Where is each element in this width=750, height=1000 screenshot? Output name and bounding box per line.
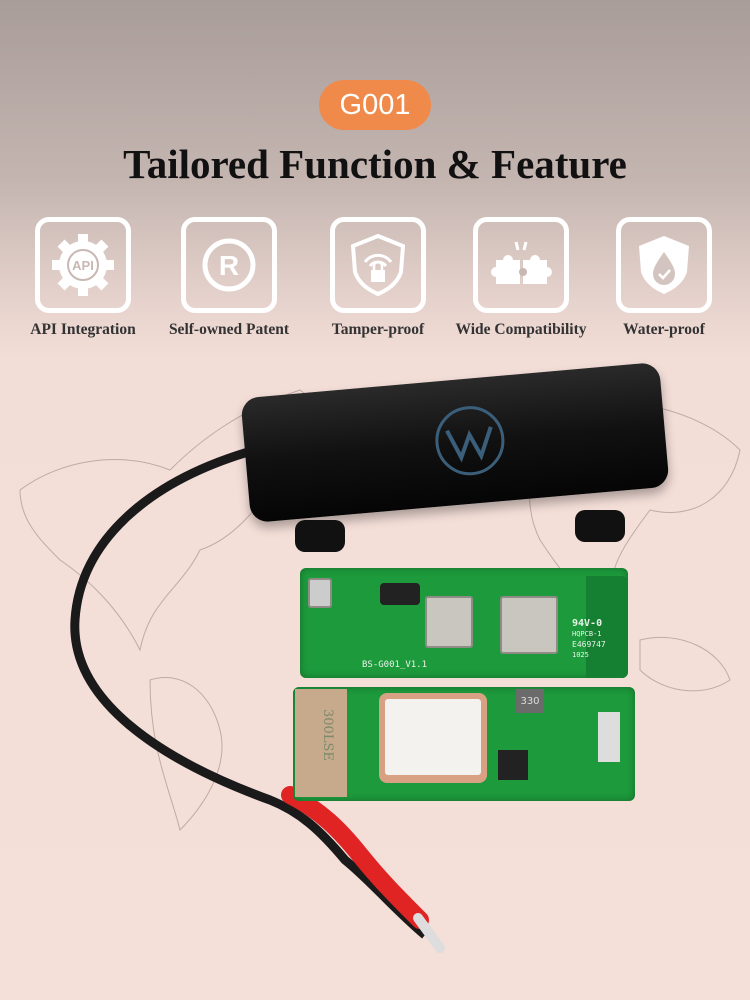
module-chip: [500, 596, 558, 654]
brand-logo: [435, 406, 505, 476]
mcu-chip: [498, 750, 528, 780]
feature-label: Wide Compatibility: [455, 321, 587, 338]
module-chip: [425, 596, 473, 648]
feature-water-proof: Water-proof: [594, 217, 734, 339]
feature-label: API Integration: [30, 321, 136, 338]
adhesive-tape: 300LSE: [295, 689, 347, 797]
battery-capacitor: [380, 583, 420, 605]
feature-label: Tamper-proof: [331, 321, 425, 338]
feature-tamper-proof: Tamper-proof: [308, 217, 448, 339]
shield-lock-icon: [330, 217, 426, 313]
api-gear-icon: API: [35, 217, 131, 313]
gps-board: 300LSE 330: [293, 687, 635, 801]
connector: [598, 712, 620, 762]
svg-text:API: API: [72, 258, 94, 273]
feature-label: Water-proof: [623, 321, 705, 338]
gps-antenna: [379, 693, 487, 783]
svg-text:R: R: [219, 250, 239, 281]
inductor: 330: [516, 689, 544, 713]
feature-api-integration: API API Integration: [13, 217, 153, 339]
feature-patent: R Self-owned Patent: [159, 217, 299, 339]
mounting-ear: [295, 520, 345, 552]
tracker-housing: [240, 361, 670, 524]
feature-label: Self-owned Patent: [168, 321, 290, 338]
shield-drop-icon: [616, 217, 712, 313]
puzzle-icon: [473, 217, 569, 313]
mounting-ear: [575, 510, 625, 542]
main-board: BS-G001_V1.1 94V-0 HQPCB-1 E469747 1025: [300, 568, 628, 678]
registered-icon: R: [181, 217, 277, 313]
feature-compatibility: Wide Compatibility: [451, 217, 591, 339]
usb-c-port: [308, 578, 332, 608]
page-title: Tailored Function & Feature: [123, 141, 627, 187]
model-badge: G001: [319, 80, 431, 130]
